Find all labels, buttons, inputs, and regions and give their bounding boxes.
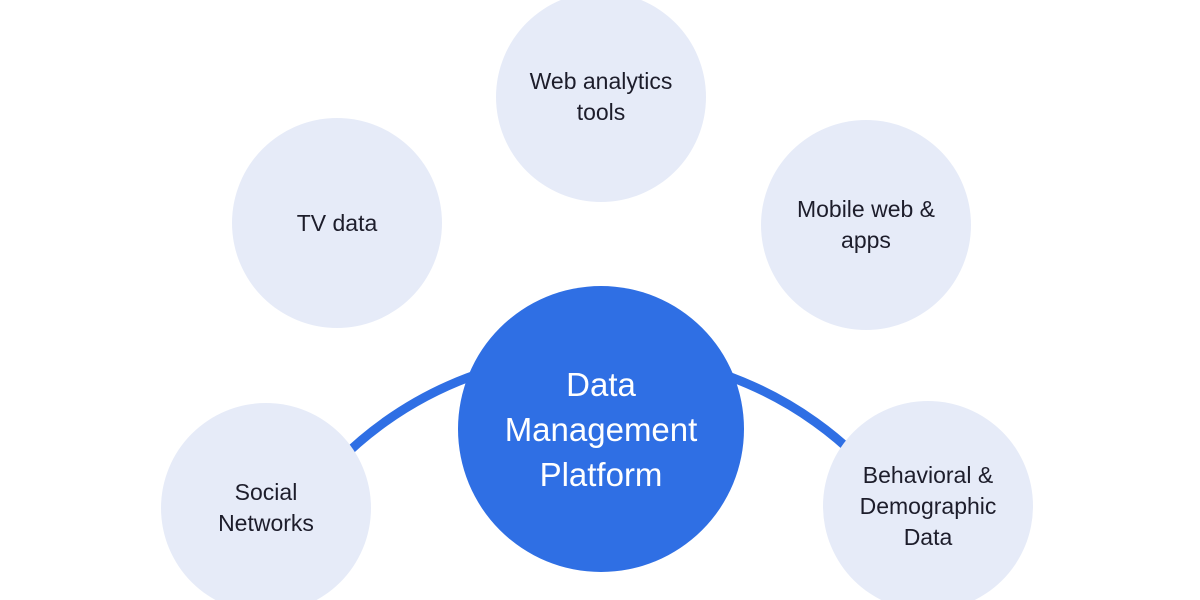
node-label-social-networks: Social Networks [218, 479, 314, 536]
node-tv-data: TV data [232, 118, 442, 328]
node-label-web-analytics-tools: Web analytics tools [529, 68, 673, 125]
node-web-analytics-tools: Web analytics tools [496, 0, 706, 202]
hub-data-management-platform: Data Management Platform [458, 286, 744, 572]
node-label-behavioral-demographic-data: Behavioral & Demographic Data [859, 461, 997, 550]
hub-label: Data Management Platform [504, 365, 698, 493]
node-label-tv-data: TV data [296, 209, 378, 236]
node-mobile-web-apps: Mobile web & apps [761, 120, 971, 330]
node-behavioral-demographic-data: Behavioral & Demographic Data [823, 401, 1033, 600]
node-social-networks: Social Networks [161, 403, 371, 600]
node-label-mobile-web-apps: Mobile web & apps [796, 196, 936, 253]
